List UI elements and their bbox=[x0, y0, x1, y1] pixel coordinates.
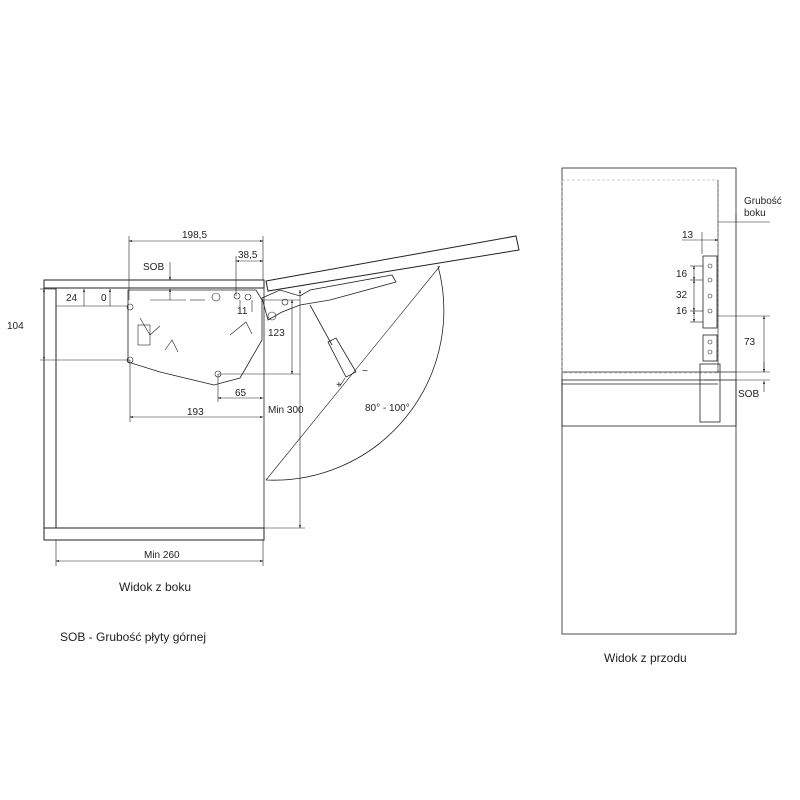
dim-24: 24 bbox=[66, 293, 78, 304]
dim-32: 32 bbox=[676, 290, 688, 301]
dim-sob-side: SOB bbox=[143, 262, 164, 273]
swing-arc bbox=[265, 265, 445, 481]
front-view-caption: Widok z przodu bbox=[604, 651, 687, 665]
dim-73: 73 bbox=[744, 337, 756, 348]
cabinet-side-section bbox=[43, 279, 265, 541]
dim-65: 65 bbox=[235, 388, 247, 399]
lift-mechanism bbox=[126, 274, 397, 386]
dim-0: 0 bbox=[101, 293, 107, 304]
dim-104: 104 bbox=[7, 321, 24, 332]
front-view: Grubość boku 13 16 32 16 73 SOB Widok z … bbox=[561, 167, 782, 665]
svg-text:−: − bbox=[362, 366, 368, 377]
svg-text:+: + bbox=[336, 380, 342, 391]
side-dimension-lines bbox=[40, 236, 305, 566]
dim-198: 198,5 bbox=[182, 230, 207, 241]
mounting-plate bbox=[699, 255, 721, 423]
dim-min300: Min 300 bbox=[268, 405, 304, 416]
dim-13: 13 bbox=[682, 230, 694, 241]
dim-angle: 80° - 100° bbox=[365, 403, 410, 414]
dim-16-top: 16 bbox=[676, 269, 688, 280]
dim-193: 193 bbox=[187, 407, 204, 418]
dim-grubosc-1: Grubość bbox=[744, 196, 782, 207]
side-view: + − bbox=[7, 230, 520, 594]
dim-min260: Min 260 bbox=[144, 550, 180, 561]
dim-16-bottom: 16 bbox=[676, 306, 688, 317]
screwdriver-icon: + − bbox=[309, 304, 368, 391]
dim-38: 38,5 bbox=[238, 250, 258, 261]
dim-grubosc-2: boku bbox=[744, 208, 766, 219]
dim-123: 123 bbox=[268, 328, 285, 339]
dim-11: 11 bbox=[237, 306, 248, 317]
dim-sob-front: SOB bbox=[738, 389, 759, 400]
flap-door bbox=[265, 235, 520, 292]
side-view-caption: Widok z boku bbox=[119, 580, 191, 594]
front-dimension-lines bbox=[682, 214, 770, 392]
cabinet-front bbox=[561, 167, 737, 635]
sob-legend: SOB - Grubość płyty górnej bbox=[60, 630, 206, 644]
